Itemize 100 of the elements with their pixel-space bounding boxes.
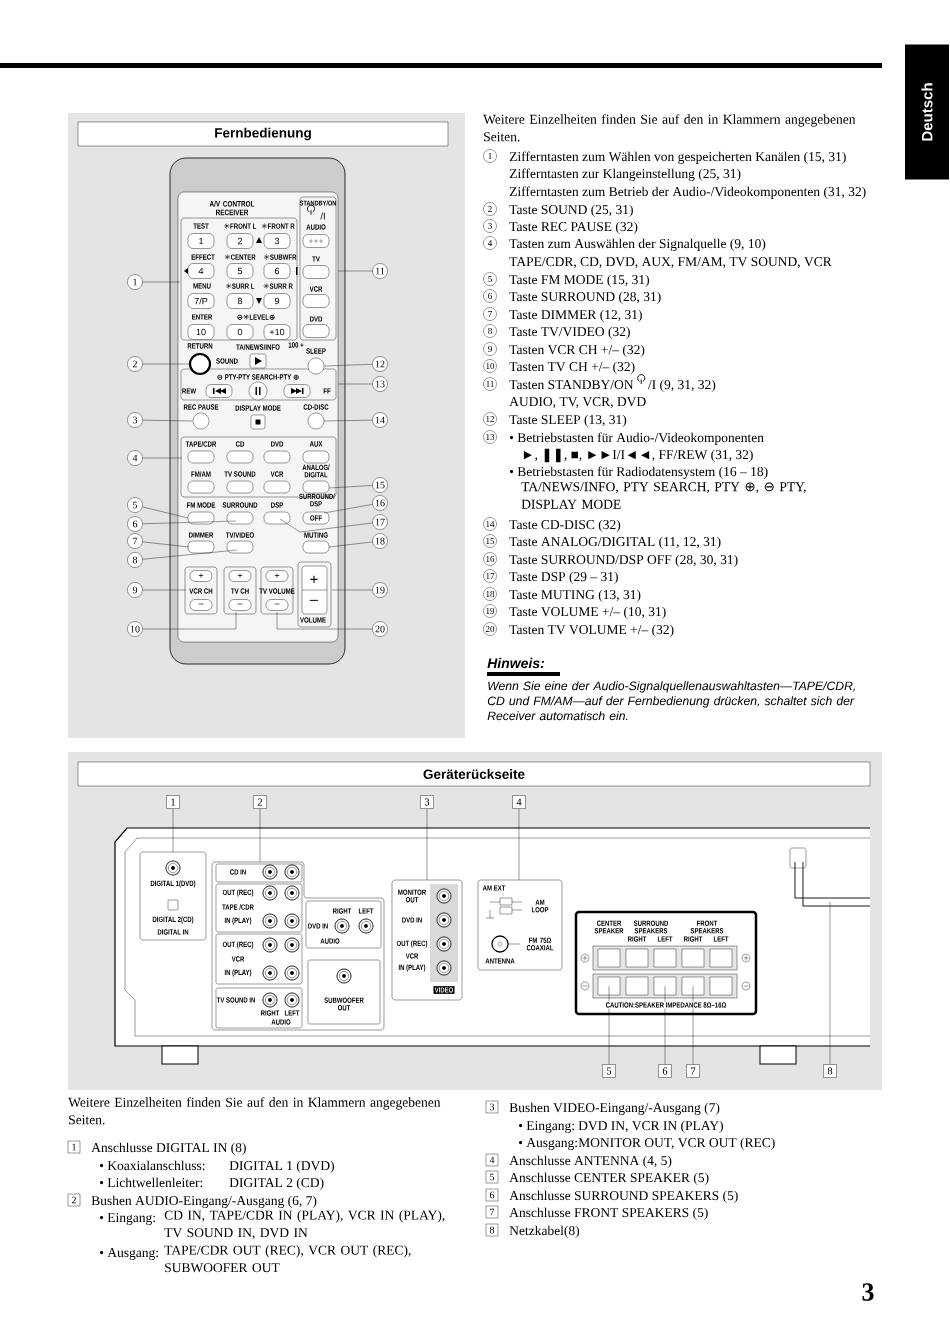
page-number: 3 (862, 1283, 874, 1301)
key-label: – (309, 599, 319, 601)
body-text: • Eingang: (518, 1121, 574, 1133)
body-text: /I (9, 31, 32) (647, 379, 716, 392)
body-text: • Lichtwellenleiter: (99, 1177, 203, 1188)
list-number: 12 (483, 412, 497, 426)
leader-line (328, 541, 373, 548)
body-text: Taste SURROUND (28, 31) (509, 291, 661, 304)
key-label: 1 (199, 237, 204, 245)
body-text: DVD IN, VCR IN (PLAY) (578, 1120, 723, 1133)
leader-line (328, 485, 373, 489)
leader-line (142, 589, 187, 591)
callout-number: 19 (372, 582, 388, 598)
callout-number: 15 (372, 477, 388, 493)
key-label: 4 (198, 267, 204, 275)
body-text: Taste SLEEP (13, 31) (509, 414, 627, 427)
list-number: 2 (483, 202, 497, 216)
leader-line (142, 611, 237, 630)
callout-number: 7 (686, 1064, 700, 1078)
callout-number: 6 (127, 516, 143, 532)
key-label: – (198, 603, 204, 605)
leader-line (279, 518, 373, 533)
callout-number: 1 (166, 795, 180, 809)
list-number: 14 (483, 517, 497, 531)
callout-number: 9 (127, 582, 143, 598)
leader-line (142, 520, 237, 524)
callout-number: 20 (372, 621, 388, 637)
body-text: • Betriebstasten für Audio-/Videokomponenten (509, 432, 764, 445)
list-number: 5 (483, 272, 497, 286)
list-number: 1 (67, 1140, 81, 1154)
body-text: Tasten TV VOLUME +/– (32) (509, 624, 674, 637)
list-number: 1 (483, 149, 497, 163)
body-text: Weitere Einzelheiten finden Sie auf den in Klammern angegebenen Seiten. (68, 1097, 441, 1125)
callout-number: 13 (372, 376, 388, 392)
body-text: Zifferntasten zum Betrieb der Audio-/Videokomponenten (31, 32) (509, 186, 866, 199)
body-text: Taste ANALOG/DIGITAL (11, 12, 31) (509, 536, 721, 549)
leader-line (323, 419, 373, 422)
leader-line (142, 506, 189, 519)
body-text: Taste CD-DISC (32) (509, 519, 621, 532)
key-label: /I (320, 212, 325, 220)
list-number: 4 (485, 1153, 499, 1167)
key-label: 3 (274, 237, 280, 245)
key-label: + (198, 573, 204, 578)
list-number: 15 (483, 534, 497, 548)
body-text: Zifferntasten zur Klangeinstellung (25, 31) (509, 168, 741, 181)
body-text: CD IN, TAPE/CDR IN (PLAY), VCR IN (PLAY), TV SOUND IN, DVD IN (164, 1210, 445, 1240)
body-text: Zifferntasten zum Wählen von gespeicherten Kanälen (15, 31) (509, 151, 846, 164)
body-text: Anschlusse FRONT SPEAKERS (5) (509, 1207, 708, 1220)
body-text: Tasten STANDBY/ON (509, 380, 634, 390)
list-number: 6 (485, 1188, 499, 1202)
callout-number: 8 (127, 552, 143, 568)
model-label: A/V CONTROL RECEIVER (209, 200, 255, 216)
leader-line (142, 281, 181, 283)
leader-line (829, 901, 831, 1065)
key-label: 7/P (194, 297, 208, 305)
body-text: AUDIO, TV, VCR, DVD (509, 397, 646, 409)
callout-number: 1 (127, 274, 143, 290)
leader-line (337, 383, 373, 385)
callout-number: 5 (602, 1064, 616, 1078)
receiver-rear-panel-drawing (114, 827, 871, 1065)
list-number: 3 (485, 1100, 499, 1114)
list-number: 8 (483, 324, 497, 338)
key-label: 0 (237, 328, 243, 336)
body-text: Anschlusse ANTENNA (4, 5) (509, 1155, 672, 1168)
leader-line (142, 457, 183, 459)
list-number: 5 (485, 1170, 499, 1184)
callout-number: 14 (372, 412, 388, 428)
key-label: +10 (269, 328, 285, 336)
body-text: Taste MUTING (13, 31) (509, 589, 641, 602)
body-text: ►, ❚❚, ■, ►►I/I◄◄, FF/REW (31, 32) (523, 448, 753, 463)
leader-line (323, 504, 373, 514)
body-text: Bushen VIDEO-Eingang/-Ausgang (7) (509, 1102, 720, 1115)
callout-number: 7 (127, 533, 143, 549)
key-label: + (274, 573, 280, 578)
list-number: 6 (483, 289, 497, 303)
body-text: DIGITAL 1 (DVD) (229, 1160, 334, 1173)
body-text: TA/NEWS/INFO, PTY SEARCH, PTY ⊕, ⊖ PTY, DISPLAY MODE (521, 482, 806, 509)
callout-number: 18 (372, 533, 388, 549)
remote-control-drawing (169, 157, 346, 665)
list-number: 2 (67, 1193, 81, 1207)
list-number: 19 (483, 604, 497, 618)
body-text: Taste SURROUND/DSP OFF (28, 30, 31) (509, 554, 738, 567)
note-heading: Hinweis: (487, 657, 545, 669)
callout-number: 3 (420, 795, 434, 809)
body-text: Weitere Einzelheiten finden Sie auf den in Klammern angegebenen Seiten. (483, 114, 856, 142)
section-heading-bar: Geräterückseite (77, 761, 871, 787)
body-text: MONITOR OUT, VCR OUT (REC) (578, 1137, 775, 1150)
body-text: Taste DIMMER (12, 31) (509, 309, 642, 322)
key-label: 9 (274, 297, 280, 305)
leader-line (323, 364, 373, 367)
callout-number: 2 (253, 795, 267, 809)
leader-line (518, 808, 520, 881)
body-text: • Betriebstasten für Radiodatensystem (16 – 18) (509, 466, 768, 479)
list-number: 18 (483, 587, 497, 601)
callout-number: 10 (127, 621, 143, 637)
callout-number: 5 (127, 497, 143, 513)
leader-line (331, 589, 373, 591)
list-number: 9 (483, 342, 497, 356)
key-label: 8 (237, 297, 243, 305)
language-tab: Deutsch (905, 44, 949, 180)
